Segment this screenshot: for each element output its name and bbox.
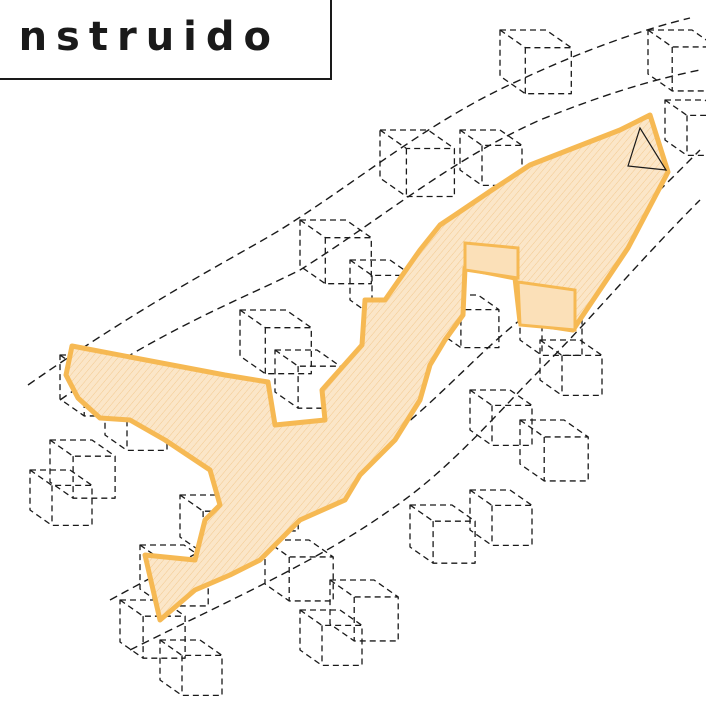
cube-volume	[459, 129, 523, 187]
cube-volume	[49, 439, 116, 499]
inner-edge-lower	[129, 199, 701, 651]
cube-volume	[239, 309, 312, 375]
built-area	[63, 112, 671, 623]
built-annex	[463, 241, 520, 280]
inner-edge-upper	[59, 69, 701, 401]
cube-volume	[664, 99, 706, 157]
cube-volume	[647, 29, 706, 92]
cube-volume	[469, 389, 533, 447]
built-corner-triangle	[627, 126, 668, 171]
built-annex-right	[516, 280, 577, 332]
cube-volume	[379, 129, 456, 198]
cube-volume	[329, 579, 399, 642]
cube-volume	[29, 469, 93, 527]
cube-volume	[539, 339, 603, 397]
cube-volume	[409, 504, 476, 564]
outer-edge-upper	[27, 17, 691, 386]
cube-volume	[299, 609, 363, 667]
cube-volume	[519, 419, 589, 482]
title-box: nstruido	[0, 0, 332, 80]
cube-volume	[499, 29, 572, 95]
cube-volume	[469, 489, 533, 547]
built-footprint	[63, 112, 671, 623]
cube-volume	[159, 639, 223, 697]
cube-volume	[264, 539, 334, 602]
title-text: nstruido	[18, 14, 280, 60]
cube-volume	[299, 219, 372, 285]
